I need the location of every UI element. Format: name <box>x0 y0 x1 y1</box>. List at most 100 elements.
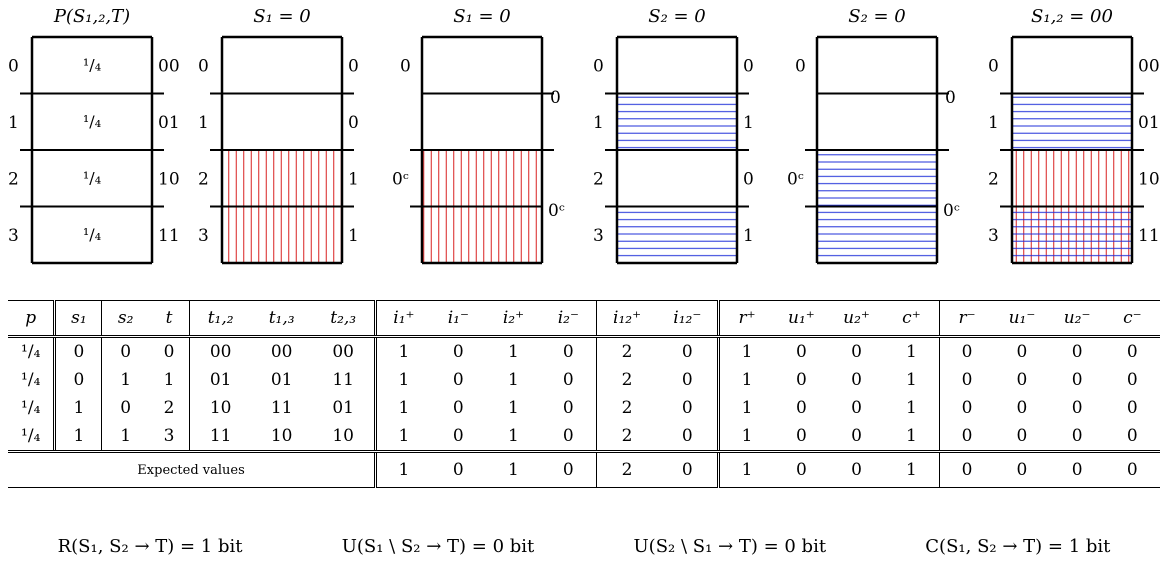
column-header: s₁ <box>53 300 102 338</box>
table-cell: 2 <box>163 398 175 418</box>
table-cell: 1 <box>508 398 519 418</box>
panel-left-label: 3 <box>988 226 999 246</box>
panel-left-label: 1 <box>593 113 604 133</box>
table-cell: 11 <box>189 422 252 453</box>
panel-right-label: 1 <box>348 226 359 246</box>
panel-left-label: 1 <box>198 113 209 133</box>
table-cell: 0 <box>938 366 995 394</box>
table-cell: 0 <box>1104 422 1160 453</box>
table-cell: 2 <box>595 394 658 422</box>
table-cell: 10 <box>189 394 252 422</box>
table-cell: 0 <box>773 422 829 453</box>
table-cell: 0 <box>101 336 149 366</box>
table-cell: 1 <box>717 366 774 394</box>
table-cell: 1 <box>374 366 431 394</box>
table-cell: 1 <box>717 336 774 366</box>
blue-hatch <box>617 206 737 263</box>
table-cell: 1 <box>374 336 431 366</box>
table-cell: 1 <box>508 342 519 362</box>
table-cell: 0 <box>851 342 862 362</box>
table-cell: 2 <box>595 336 658 366</box>
column-header: t₁,₂ <box>189 300 252 338</box>
table-cell: 0 <box>101 394 149 422</box>
column-header: t₂,₃ <box>312 300 376 338</box>
unique-s2-measure: U(S₂ \ S₁ → T) = 0 bit <box>633 535 827 557</box>
table-cell: ¹/₄ <box>21 398 41 418</box>
table-cell: 0 <box>851 370 862 390</box>
panel-title: S₂ = 0 <box>648 6 706 27</box>
panel-title: S₁ = 0 <box>453 6 511 27</box>
panel-label: 0 <box>795 56 806 76</box>
panel-right-label: 1 <box>743 226 754 246</box>
column-header: c⁻ <box>1104 300 1160 338</box>
column-header: t <box>148 300 190 338</box>
table-cell: 0 <box>1126 342 1138 362</box>
table-cell: 0 <box>562 342 574 362</box>
blue-hatch <box>1012 206 1132 263</box>
expected-value-cell: 1 <box>374 451 431 488</box>
probability-cell: ¹/₄ <box>83 112 101 131</box>
table-cell: 0 <box>452 342 464 362</box>
expected-value-cell: 0 <box>828 451 885 488</box>
table-cell: 0 <box>1016 342 1028 362</box>
column-header: u₂⁺ <box>828 300 885 338</box>
column-header: i₁₂⁻ <box>657 300 719 338</box>
table-cell: 1 <box>485 422 542 453</box>
column-header: i₂⁺ <box>485 300 542 338</box>
column-header: i₁⁻ <box>430 300 486 338</box>
table-cell: 0 <box>163 342 175 362</box>
expected-value-cell: 2 <box>595 451 658 488</box>
table-cell: ¹/₄ <box>21 342 41 362</box>
panel-left-label: 1 <box>988 113 999 133</box>
table-cell: ¹/₄ <box>8 422 55 453</box>
table-cell: 0 <box>1016 370 1028 390</box>
panel-right-label: 0 <box>348 113 359 133</box>
expected-value-cell: 0 <box>1049 451 1105 488</box>
column-header: i₁⁺ <box>374 300 431 338</box>
probability-cell: ¹/₄ <box>83 168 101 187</box>
column-header: p <box>8 300 55 338</box>
table-cell: 1 <box>374 394 431 422</box>
column-header: u₂⁻ <box>1049 300 1105 338</box>
column-header: u₁⁺ <box>773 300 829 338</box>
table-cell: 00 <box>189 336 252 366</box>
table-cell: 0 <box>681 398 693 418</box>
panel-left-label: 2 <box>988 169 999 189</box>
panel-label: 0 <box>945 88 956 108</box>
column-header: u₁⁻ <box>994 300 1050 338</box>
panel-left-label: 3 <box>198 226 209 246</box>
unique-s1-measure: U(S₁ \ S₂ → T) = 0 bit <box>341 535 535 557</box>
table-cell: 0 <box>828 422 885 453</box>
expected-value-cell: 0 <box>994 451 1050 488</box>
table-cell: ¹/₄ <box>21 370 41 390</box>
table-cell: 11 <box>332 370 354 390</box>
table-cell: 11 <box>270 398 293 418</box>
column-header: i₂⁻ <box>541 300 597 338</box>
table-cell: 0 <box>53 366 102 394</box>
panel-left-label: 0 <box>8 56 19 76</box>
table-cell: 0 <box>452 370 464 390</box>
table-cell: 0 <box>1071 370 1083 390</box>
probability-cell: ¹/₄ <box>83 225 101 244</box>
table-cell: 00 <box>270 342 293 362</box>
table-cell: 0 <box>452 398 464 418</box>
panel-right-label: 1 <box>743 113 754 133</box>
table-cell: 00 <box>332 342 354 362</box>
table-cell: 0 <box>53 336 102 366</box>
column-header: s₂ <box>101 300 149 338</box>
column-header: t₁,₃ <box>251 300 313 338</box>
panel-left-label: 0 <box>198 56 209 76</box>
panel-right-label: 01 <box>158 113 180 133</box>
table-cell: 1 <box>163 370 175 390</box>
table-cell: 01 <box>189 366 252 394</box>
table-cell: 1 <box>906 398 917 418</box>
panel-right-label: 1 <box>348 169 359 189</box>
